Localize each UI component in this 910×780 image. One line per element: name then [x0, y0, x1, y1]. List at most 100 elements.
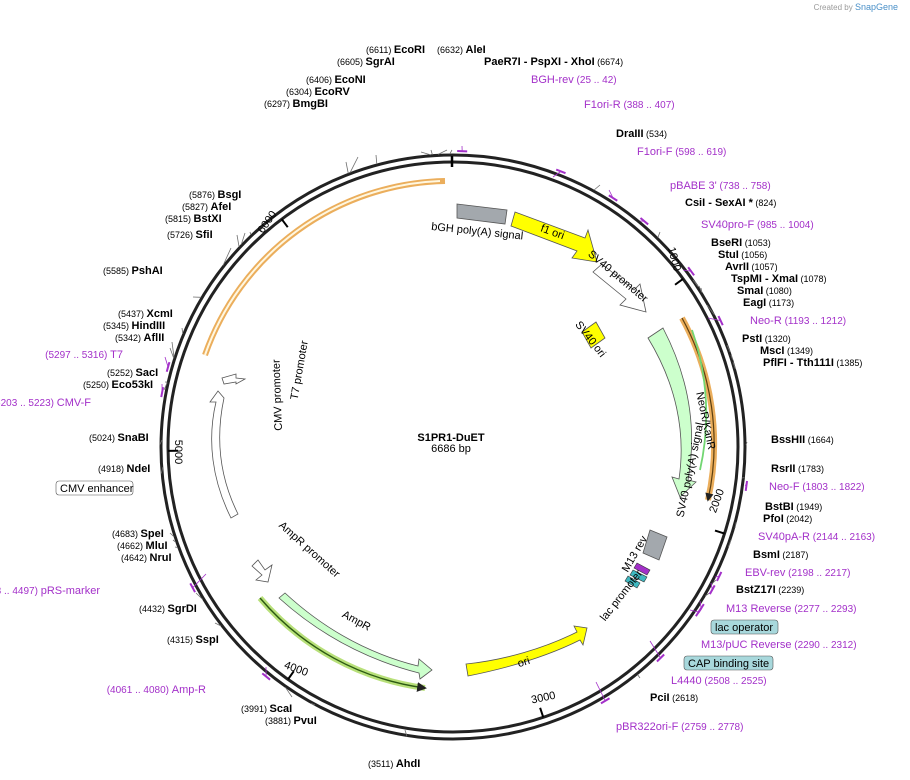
primer-bgh-rev[interactable]: BGH-rev (25 .. 42): [457, 74, 617, 153]
tick-mark-1000: [674, 278, 684, 286]
cap-binding-label: CAP binding site: [688, 658, 769, 670]
site-bsgi[interactable]: (5876) BsgI: [189, 189, 241, 201]
site-bstbi[interactable]: BstBI (1949): [765, 501, 822, 513]
site-leader: [214, 622, 222, 627]
site-saci[interactable]: (5252) SacI: [107, 367, 158, 379]
primer-pbabe-3-[interactable]: pBABE 3' (738 .. 758): [639, 180, 771, 226]
site-leader: [437, 149, 448, 155]
site-label: PstI (1320): [742, 333, 791, 345]
site-pshai[interactable]: (5585) PshAI: [103, 265, 163, 277]
site-paer7i[interactable]: PaeR7I - PspXI - XhoI (6674): [484, 56, 623, 68]
site-tspmi[interactable]: TspMI - XmaI (1078): [731, 273, 827, 285]
primer-ebv-rev[interactable]: EBV-rev (2198 .. 2217): [708, 567, 851, 595]
site-draiii[interactable]: DraIII (534): [616, 128, 667, 140]
site-label: (5585) PshAI: [103, 265, 163, 277]
site-spei[interactable]: (4683) SpeI: [112, 528, 164, 540]
site-label: (4315) SspI: [167, 634, 219, 646]
site-msci[interactable]: MscI (1349): [760, 345, 813, 357]
primer-label: Neo-R (1193 .. 1212): [750, 315, 846, 327]
site-alei[interactable]: (6632) AleI: [437, 44, 486, 56]
site-sfii[interactable]: (5726) SfiI: [167, 229, 213, 241]
site-label: (3511) AhdI: [368, 758, 420, 770]
site-avrii[interactable]: AvrII (1057): [725, 261, 778, 273]
site-bseri[interactable]: BseRI (1053): [711, 237, 771, 249]
site-mlui[interactable]: (4662) MluI: [117, 540, 168, 552]
primer-l4440[interactable]: L4440 (2508 .. 2525): [656, 653, 767, 687]
primer-pbr322ori-f[interactable]: pBR322ori-F (2759 .. 2778): [600, 697, 743, 733]
primer-prs-marker[interactable]: (4478 .. 4497) pRS-marker: [0, 582, 196, 597]
site-nrui[interactable]: (4642) NruI: [121, 552, 172, 564]
site-hindiii[interactable]: (5345) HindIII: [103, 320, 165, 332]
primer-binding-mark: [744, 480, 749, 492]
site-label: (6632) AleI: [437, 44, 486, 56]
site-pcii[interactable]: PciI (2618): [650, 692, 698, 704]
site-pflfi[interactable]: PflFI - Tth111I (1385): [763, 357, 862, 369]
primer-neo-r[interactable]: Neo-R (1193 .. 1212): [717, 315, 846, 327]
primer-leader: [707, 317, 721, 321]
primer-neo-f[interactable]: Neo-F (1803 .. 1822): [744, 480, 865, 493]
site-xcmi[interactable]: (5437) XcmI: [118, 308, 173, 320]
site-sgrdi[interactable]: (4432) SgrDI: [139, 603, 197, 615]
primer-f1ori-f[interactable]: F1ori-F (598 .. 619): [608, 146, 727, 202]
site-label: DraIII (534): [616, 128, 667, 140]
site-bstz17i[interactable]: BstZ17I (2239): [736, 584, 804, 596]
site-leader: [349, 156, 359, 173]
site-pfoi[interactable]: PfoI (2042): [763, 513, 812, 525]
primer-sv40pro-f[interactable]: SV40pro-F (985 .. 1004): [687, 219, 814, 276]
site-bsmi[interactable]: BsmI (2187): [753, 549, 808, 561]
site-leader: [726, 344, 731, 353]
site-rsrii[interactable]: RsrII (1783): [771, 463, 824, 475]
site-leader: [169, 347, 175, 359]
site-ahdi[interactable]: (3511) AhdI: [368, 758, 420, 770]
primer-binding-mark: [261, 672, 271, 681]
site-sspi[interactable]: (4315) SspI: [167, 634, 219, 646]
site-ecori[interactable]: (6611) EcoRI: [366, 44, 425, 56]
primer-m13-puc-reverse[interactable]: M13/pUC Reverse (2290 .. 2312): [695, 607, 857, 651]
leader-lines: [159, 145, 748, 737]
site-psti[interactable]: PstI (1320): [742, 333, 791, 345]
site-label: (4683) SpeI: [112, 528, 164, 540]
site-ndei[interactable]: (4918) NdeI: [98, 463, 150, 475]
cap-binding-box: [683, 655, 774, 671]
site-afei[interactable]: (5827) AfeI: [182, 201, 231, 213]
site-scai[interactable]: (3991) ScaI: [241, 703, 292, 715]
feature-label-lac-promoter: lac promoter: [598, 568, 645, 624]
primer-label: F1ori-R (388 .. 407): [584, 99, 675, 111]
primer-f1ori-r[interactable]: F1ori-R (388 .. 407): [555, 99, 675, 175]
site-stui[interactable]: StuI (1056): [718, 249, 767, 261]
feature-cmv-promoter: [209, 390, 239, 519]
primer-m13-reverse[interactable]: M13 Reverse (2277 .. 2293): [697, 603, 856, 615]
site-snabi[interactable]: (5024) SnaBI: [89, 432, 149, 444]
site-leader: [637, 674, 641, 679]
site-bmgbi[interactable]: (6297) BmgBI: [264, 98, 328, 110]
primer-sv40pa-r[interactable]: SV40pA-R (2144 .. 2163): [716, 531, 875, 582]
site-pvui[interactable]: (3881) PvuI: [265, 715, 317, 727]
site-ecorv[interactable]: (6304) EcoRV: [286, 86, 350, 98]
primer-t7[interactable]: (5297 .. 5316) T7: [45, 349, 171, 373]
primer-amp-r[interactable]: (4061 .. 4080) Amp-R: [107, 672, 271, 696]
site-leader: [706, 304, 715, 315]
primer-binding-mark: [639, 217, 649, 226]
primer-binding-mark: [656, 653, 665, 663]
primer-binding-mark: [600, 697, 611, 705]
lac-operator-box: [710, 619, 779, 635]
site-leader: [310, 702, 316, 706]
site-bsshii[interactable]: BssHII (1664): [771, 434, 834, 446]
site-smai[interactable]: SmaI (1080): [737, 285, 792, 297]
site-csii[interactable]: CsiI - SexAI * (824): [685, 197, 776, 209]
site-label: PfoI (2042): [763, 513, 812, 525]
site-aflii[interactable]: (5342) AflII: [115, 332, 164, 344]
site-label: (3991) ScaI: [241, 703, 292, 715]
site-eco53ki[interactable]: (5250) Eco53kI: [83, 379, 153, 391]
feature-ori: [465, 625, 588, 677]
site-eagi[interactable]: EagI (1173): [743, 297, 794, 309]
orange-feature-top-left-core: [204, 180, 441, 356]
site-econi[interactable]: (6406) EcoNI: [306, 74, 366, 86]
site-bstxi[interactable]: (5815) BstXI: [165, 213, 222, 225]
tick-mark-3000: [539, 707, 545, 718]
site-label: (3881) PvuI: [265, 715, 317, 727]
primer-leader: [689, 609, 699, 613]
site-sgrai[interactable]: (6605) SgrAI: [337, 56, 395, 68]
primer-cmv-f[interactable]: (5203 .. 5223) CMV-F: [0, 387, 165, 409]
site-label: MscI (1349): [760, 345, 813, 357]
